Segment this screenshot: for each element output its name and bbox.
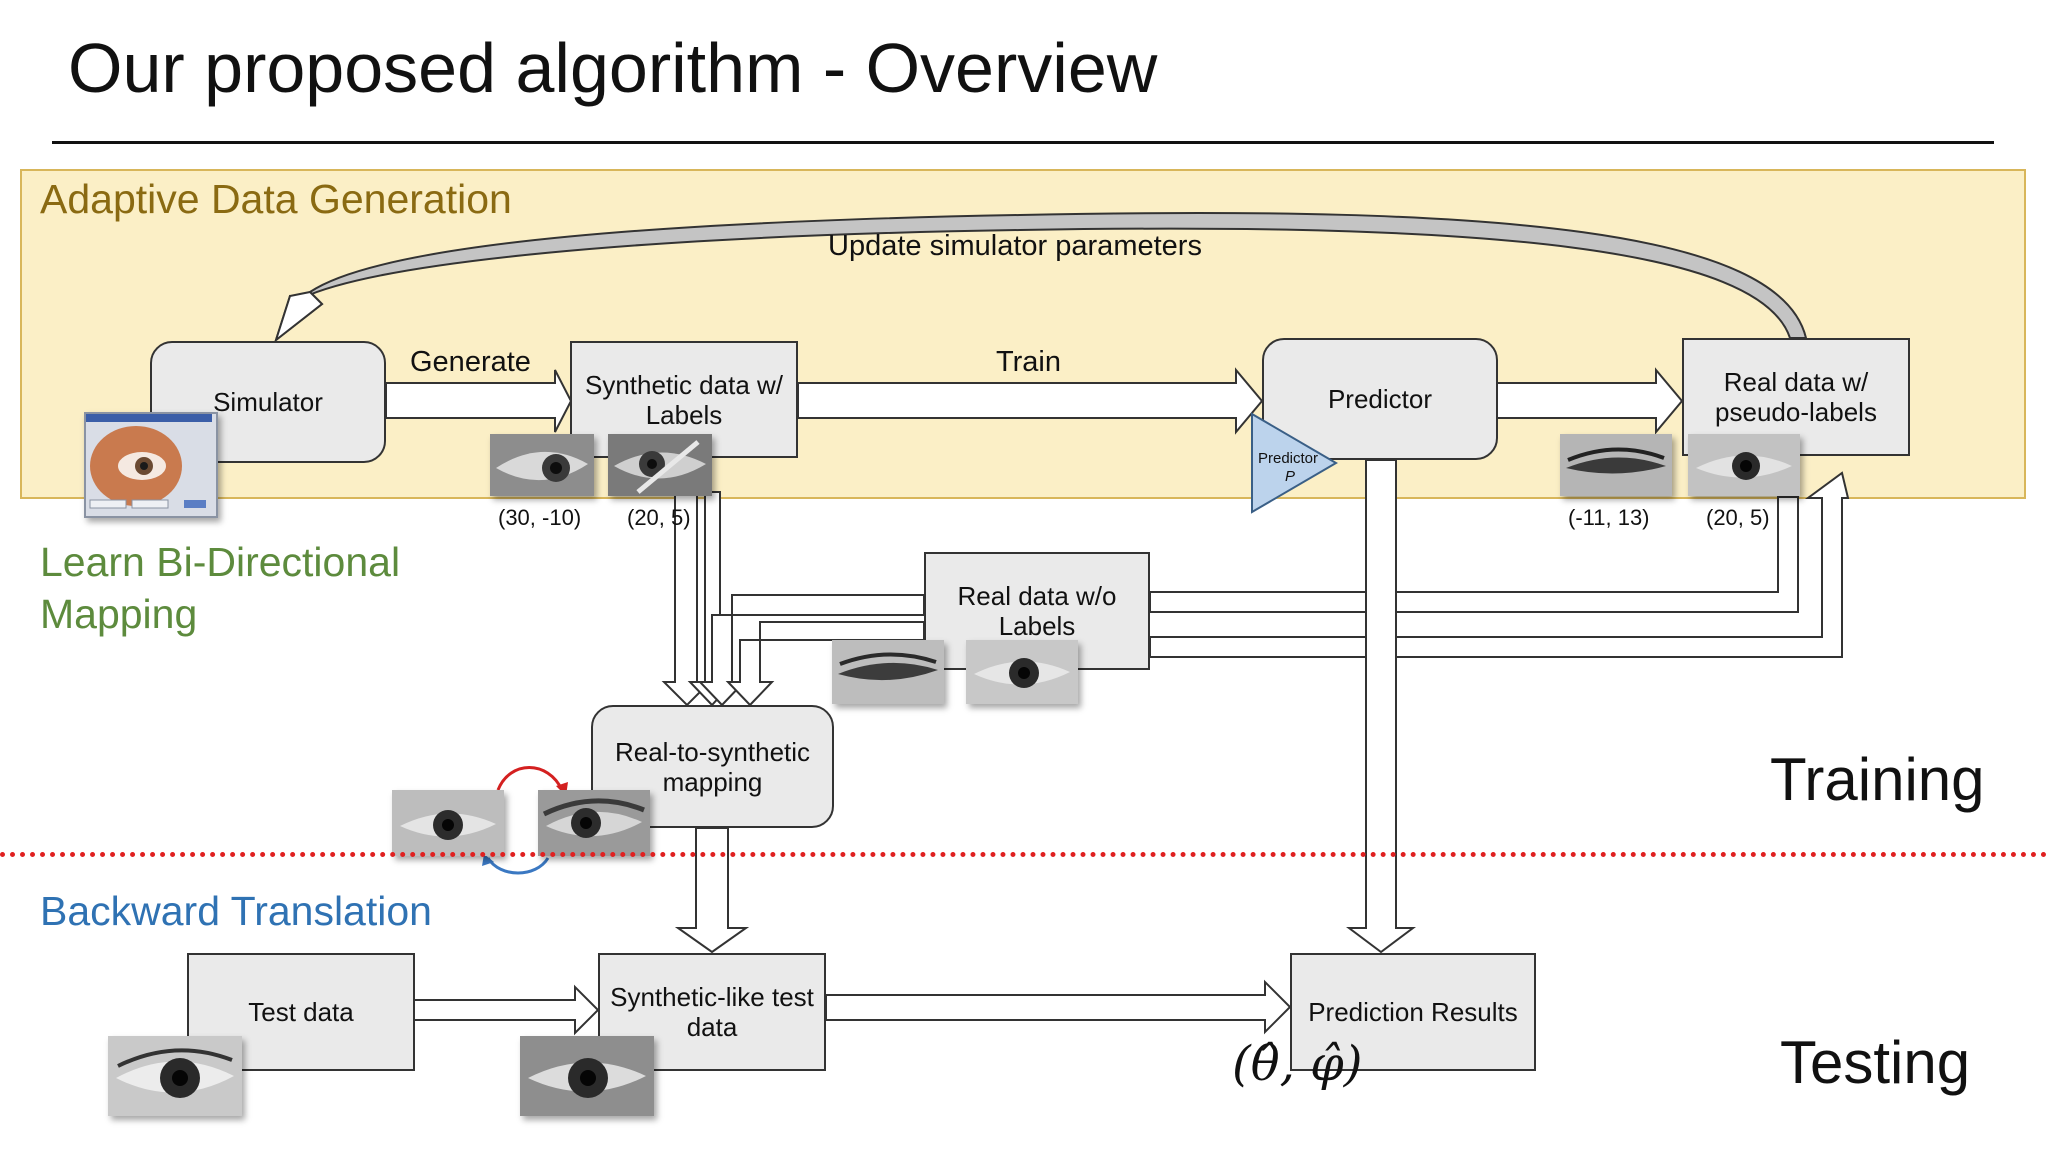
arrow-predict-real	[1496, 367, 1684, 435]
test-data-box: Test data	[187, 953, 415, 1071]
real-no-labels-box: Real data w/o Labels	[924, 552, 1150, 670]
update-simulator-label: Update simulator parameters	[828, 230, 1202, 262]
predictor-triangle-icon	[1251, 412, 1338, 514]
test-data-label: Test data	[248, 997, 354, 1027]
predictor-triangle-sub: P	[1285, 468, 1296, 485]
real-eye-image-1	[1560, 434, 1672, 496]
synthetic-coord-2: (20, 5)	[627, 505, 691, 530]
generate-label: Generate	[410, 346, 531, 378]
synthetic-eye-cycle-image	[538, 790, 650, 856]
predictor-box: Predictor	[1262, 338, 1498, 460]
arrow-real-to-pseudo-a	[1149, 496, 1799, 613]
synthetic-like-test-data-label: Synthetic-like test data	[610, 982, 814, 1042]
predictor-triangle-label: Predictor	[1258, 450, 1319, 467]
cycle-arrow-red	[496, 766, 564, 791]
real-to-synthetic-mapping-label: Real-to-synthetic mapping	[614, 736, 811, 797]
real-no-labels-label: Real data w/o Labels	[957, 581, 1117, 641]
training-label: Training	[1770, 746, 1985, 813]
arrow-test-to-synlike	[413, 984, 600, 1036]
test-eye-image	[108, 1036, 242, 1116]
synthetic-eye-image-2	[608, 434, 712, 496]
train-label: Train	[996, 346, 1061, 378]
real-coord-2: (20, 5)	[1706, 505, 1770, 530]
arrow-real-to-pseudo-b	[1149, 471, 1850, 658]
synthetic-eye-image-1	[490, 434, 594, 496]
real-coord-1: (-11, 13)	[1568, 505, 1650, 530]
simulator-window-icon	[84, 412, 218, 518]
real-unlabeled-eye-image-2	[966, 640, 1078, 704]
backward-translation-label: Backward Translation	[40, 888, 432, 934]
train-test-divider	[0, 852, 2048, 857]
arrow-mapping-to-synlike	[674, 827, 750, 954]
real-eye-cycle-image	[392, 790, 504, 856]
synthetic-like-eye-image	[520, 1036, 654, 1116]
real-unlabeled-eye-image-1	[832, 640, 944, 704]
title-rule	[52, 141, 1994, 144]
arrow-real-to-mapping-a	[697, 594, 925, 707]
prediction-formula: (θ̂, φ̂)	[1232, 1036, 1363, 1092]
real-to-synthetic-mapping-box: Real-to-synthetic mapping	[591, 705, 834, 828]
simulator-label: Simulator	[213, 387, 323, 417]
synthetic-coord-1: (30, -10)	[498, 505, 582, 530]
arrow-generate	[385, 369, 573, 433]
real-pseudo-labels-label: Real data w/ pseudo-labels	[1715, 367, 1877, 427]
predictor-label: Predictor	[1327, 384, 1433, 414]
synthetic-data-label: Synthetic data w/ Labels	[585, 369, 783, 430]
arrow-predictor-to-results	[1346, 459, 1416, 954]
arrow-syn-to-mapping-a	[661, 491, 713, 707]
testing-label: Testing	[1780, 1029, 1971, 1096]
learn-bidirectional-mapping-label: Learn Bi-Directional Mapping	[40, 539, 401, 637]
prediction-results-label: Prediction Results	[1308, 997, 1518, 1027]
cycle-arrow-blue	[486, 857, 550, 875]
adaptive-data-generation-label: Adaptive Data Generation	[40, 176, 512, 222]
arrow-synlike-to-results	[825, 979, 1292, 1035]
slide-title: Our proposed algorithm - Overview	[68, 29, 1158, 107]
prediction-results-box: Prediction Results	[1290, 953, 1536, 1071]
real-eye-image-2	[1688, 434, 1800, 496]
arrow-train	[797, 367, 1264, 435]
